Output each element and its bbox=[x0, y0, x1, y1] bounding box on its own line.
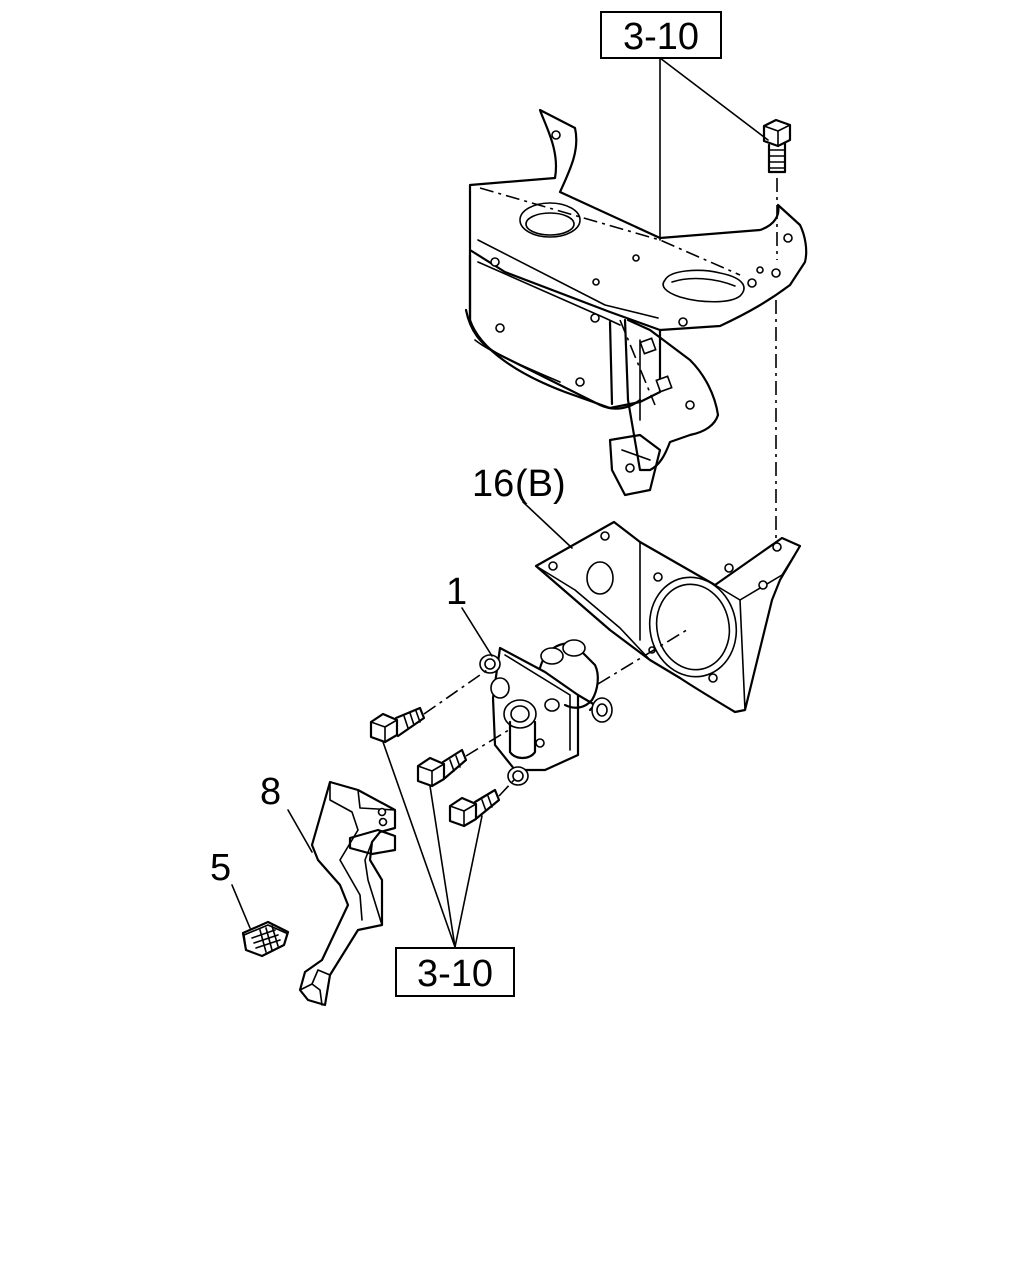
ref-callout-top-label: 3-10 bbox=[623, 16, 699, 58]
bolt-axis-middle bbox=[465, 727, 513, 757]
pedal-shaft-assembly bbox=[479, 639, 613, 786]
mounting-bolt-middle bbox=[416, 748, 468, 788]
part-label-1[interactable]: 1 bbox=[446, 571, 467, 613]
mounting-bolt-upper bbox=[369, 706, 426, 744]
shaft-axis bbox=[597, 627, 691, 685]
part-label-16-variant[interactable]: (B) bbox=[515, 463, 566, 505]
part-label-16[interactable]: 16 bbox=[472, 463, 514, 505]
mounting-bolt-lower bbox=[448, 788, 501, 828]
bolt-axis-upper bbox=[423, 667, 491, 715]
bolt-axis-lower bbox=[498, 779, 515, 797]
ref-callout-bottom-label: 3-10 bbox=[417, 953, 493, 995]
top-hex-bolt bbox=[762, 118, 792, 174]
part-label-5[interactable]: 5 bbox=[210, 847, 231, 889]
ref-callout-bottom[interactable]: 3-10 bbox=[395, 947, 515, 997]
pedal-mounting-bracket bbox=[534, 520, 802, 714]
pedal-arm bbox=[298, 780, 397, 1007]
part-label-8[interactable]: 8 bbox=[260, 771, 281, 813]
pedal-pad bbox=[241, 920, 290, 958]
leader-lines bbox=[231, 57, 769, 948]
ref-callout-top[interactable]: 3-10 bbox=[600, 11, 722, 59]
cab-frame-bracket bbox=[464, 108, 808, 497]
